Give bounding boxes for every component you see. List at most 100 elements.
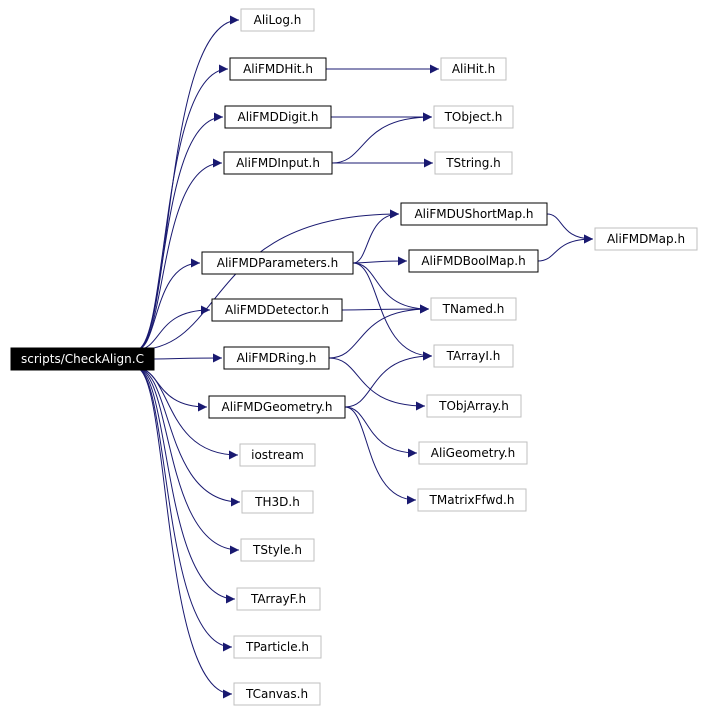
node-aligeometry-label: AliGeometry.h xyxy=(431,446,515,460)
node-fmdinput[interactable]: AliFMDInput.h xyxy=(223,151,333,175)
edge-root-to-tcanvas xyxy=(135,367,233,699)
edge-root-to-iostream xyxy=(135,367,239,460)
edge-fmdgeometry-to-tmatrixffwd xyxy=(344,406,417,505)
node-tparticle[interactable]: TParticle.h xyxy=(233,635,322,659)
node-fmdparameters[interactable]: AliFMDParameters.h xyxy=(201,251,354,275)
node-tobjarray-label: TObjArray.h xyxy=(438,399,509,413)
node-fmdushortmap-box[interactable] xyxy=(400,202,548,226)
node-tmatrixffwd-box[interactable] xyxy=(417,488,527,512)
node-tarrayi-label: TArrayI.h xyxy=(446,349,501,363)
node-iostream[interactable]: iostream xyxy=(239,443,316,467)
node-tarrayf-box[interactable] xyxy=(236,587,321,611)
node-tarrayi[interactable]: TArrayI.h xyxy=(433,344,514,368)
node-fmdhit[interactable]: AliFMDHit.h xyxy=(229,57,327,81)
edge-fmdparameters-to-tnamed xyxy=(352,262,430,314)
node-fmdparameters-label: AliFMDParameters.h xyxy=(217,256,338,270)
node-tarrayi-box[interactable] xyxy=(433,344,514,368)
edge-fmddetector-to-tnamed xyxy=(341,304,430,314)
node-tstyle[interactable]: TStyle.h xyxy=(240,538,315,562)
node-tcanvas-box[interactable] xyxy=(233,682,321,706)
node-alihit-box[interactable] xyxy=(440,57,507,81)
node-tobject-box[interactable] xyxy=(433,105,514,129)
edge-root-to-tarrayf xyxy=(135,367,236,604)
edge-root-to-tstyle xyxy=(135,367,240,555)
node-fmdboolmap-box[interactable] xyxy=(408,249,539,273)
node-fmddigit[interactable]: AliFMDDigit.h xyxy=(224,105,332,129)
node-fmddigit-box[interactable] xyxy=(224,105,332,129)
node-tarrayf-label: TArrayF.h xyxy=(250,592,306,606)
node-fmddetector-box[interactable] xyxy=(211,298,343,322)
node-fmdring[interactable]: AliFMDRing.h xyxy=(223,346,330,370)
node-alihit-label: AliHit.h xyxy=(452,62,495,76)
edge-fmdring-to-tobjarray xyxy=(328,357,426,411)
edge-fmdboolmap-to-fmdmap xyxy=(537,234,594,262)
node-fmdushortmap-label: AliFMDUShortMap.h xyxy=(414,207,533,221)
node-tparticle-box[interactable] xyxy=(233,635,322,659)
node-fmdgeometry[interactable]: AliFMDGeometry.h xyxy=(208,395,346,419)
edge-fmdring-to-tnamed xyxy=(328,304,430,359)
edge-root-to-tparticle xyxy=(135,367,233,652)
node-fmdgeometry-label: AliFMDGeometry.h xyxy=(222,400,333,414)
node-fmdinput-box[interactable] xyxy=(223,151,333,175)
edge-root-to-fmdushortmap xyxy=(135,209,400,351)
node-fmdboolmap-label: AliFMDBoolMap.h xyxy=(421,254,525,268)
node-tmatrixffwd[interactable]: TMatrixFfwd.h xyxy=(417,488,527,512)
edge-root-to-th3d xyxy=(135,367,241,507)
node-tobject[interactable]: TObject.h xyxy=(433,105,514,129)
node-fmdgeometry-box[interactable] xyxy=(208,395,346,419)
node-fmddetector[interactable]: AliFMDDetector.h xyxy=(211,298,343,322)
edge-root-to-fmddetector xyxy=(135,305,211,351)
edge-fmdgeometry-to-tarrayi xyxy=(344,351,433,408)
node-tparticle-label: TParticle.h xyxy=(245,640,309,654)
node-fmdmap[interactable]: AliFMDMap.h xyxy=(594,227,698,251)
node-iostream-box[interactable] xyxy=(239,443,316,467)
node-tnamed-label: TNamed.h xyxy=(442,302,505,316)
node-th3d-label: TH3D.h xyxy=(254,495,300,509)
node-tcanvas[interactable]: TCanvas.h xyxy=(233,682,321,706)
node-aligeometry-box[interactable] xyxy=(418,441,528,465)
edge-root-to-fmdring xyxy=(153,353,223,363)
node-fmdhit-box[interactable] xyxy=(229,57,327,81)
node-fmdring-box[interactable] xyxy=(223,346,330,370)
node-alilog[interactable]: AliLog.h xyxy=(240,8,315,32)
node-tmatrixffwd-label: TMatrixFfwd.h xyxy=(429,493,515,507)
node-tnamed-box[interactable] xyxy=(430,297,517,321)
node-root-box[interactable] xyxy=(10,347,155,371)
node-tstyle-box[interactable] xyxy=(240,538,315,562)
node-tstring[interactable]: TString.h xyxy=(434,151,513,175)
node-fmdring-label: AliFMDRing.h xyxy=(237,351,317,365)
node-fmdmap-box[interactable] xyxy=(594,227,698,251)
node-fmdhit-label: AliFMDHit.h xyxy=(243,62,313,76)
node-tnamed[interactable]: TNamed.h xyxy=(430,297,517,321)
node-th3d-box[interactable] xyxy=(241,490,314,514)
node-fmdushortmap[interactable]: AliFMDUShortMap.h xyxy=(400,202,548,226)
node-iostream-label: iostream xyxy=(251,448,304,462)
edge-fmdparameters-to-fmdushortmap xyxy=(352,209,400,264)
edge-root-to-fmdinput xyxy=(135,158,223,351)
node-root[interactable]: scripts/CheckAlign.C xyxy=(10,347,155,371)
node-aligeometry[interactable]: AliGeometry.h xyxy=(418,441,528,465)
node-alilog-label: AliLog.h xyxy=(254,13,302,27)
node-fmdboolmap[interactable]: AliFMDBoolMap.h xyxy=(408,249,539,273)
node-tstring-box[interactable] xyxy=(434,151,513,175)
node-tobjarray-box[interactable] xyxy=(426,394,522,418)
node-tstyle-label: TStyle.h xyxy=(252,543,302,557)
edge-fmdparameters-to-fmdboolmap xyxy=(352,256,408,266)
node-tstring-label: TString.h xyxy=(445,156,501,170)
node-fmdparameters-box[interactable] xyxy=(201,251,354,275)
edge-root-to-fmddigit xyxy=(135,112,224,351)
node-tobjarray[interactable]: TObjArray.h xyxy=(426,394,522,418)
node-alihit[interactable]: AliHit.h xyxy=(440,57,507,81)
node-alilog-box[interactable] xyxy=(240,8,315,32)
node-tobject-label: TObject.h xyxy=(444,110,503,124)
node-fmddigit-label: AliFMDDigit.h xyxy=(237,110,318,124)
node-fmddetector-label: AliFMDDetector.h xyxy=(225,303,329,317)
edges xyxy=(135,15,594,699)
node-tcanvas-label: TCanvas.h xyxy=(245,687,308,701)
node-th3d[interactable]: TH3D.h xyxy=(241,490,314,514)
node-tarrayf[interactable]: TArrayF.h xyxy=(236,587,321,611)
node-fmdmap-label: AliFMDMap.h xyxy=(607,232,685,246)
edge-fmdushortmap-to-fmdmap xyxy=(546,213,594,244)
